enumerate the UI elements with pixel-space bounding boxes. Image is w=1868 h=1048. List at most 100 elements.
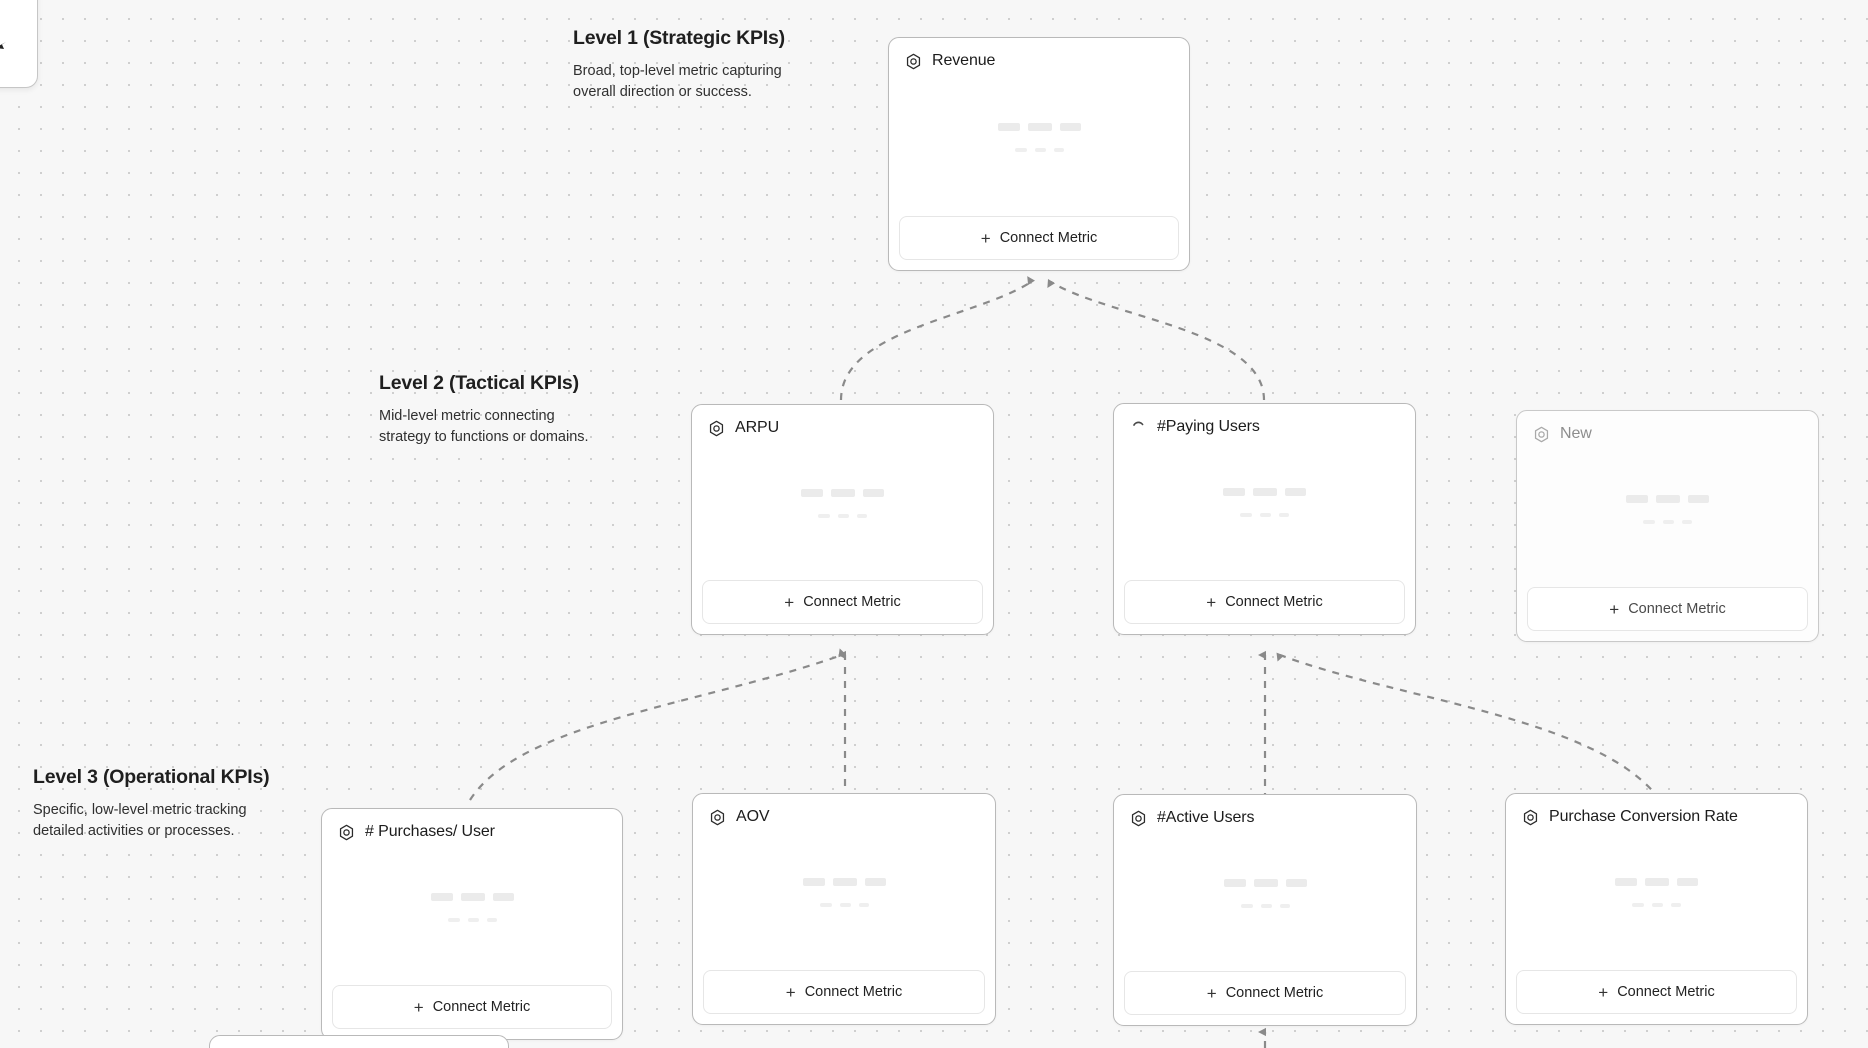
connect-metric-button[interactable]: + Connect Metric — [1124, 580, 1405, 624]
skeleton-row-primary — [1615, 878, 1698, 886]
card-header: ARPU — [692, 405, 993, 437]
skeleton-bar — [818, 513, 830, 518]
skeleton-bar — [1260, 904, 1272, 908]
skeleton-bar — [864, 878, 886, 886]
level-3-title: Level 3 (Operational KPIs) — [33, 766, 270, 788]
skeleton-row-secondary — [1632, 903, 1681, 907]
skeleton-row-primary — [1223, 488, 1306, 496]
metric-card-purchase-conversion-rate[interactable]: Purchase Conversion Rate + Connect Metri… — [1505, 793, 1808, 1025]
skeleton-bar — [1034, 148, 1046, 152]
card-skeleton-body — [889, 70, 1189, 207]
skeleton-bar — [1223, 879, 1246, 887]
level-3-description: Specific, low-level metric tracking deta… — [33, 802, 247, 839]
connect-metric-button[interactable]: + Connect Metric — [703, 970, 985, 1014]
skeleton-bar — [1656, 495, 1680, 503]
metric-card-aov[interactable]: AOV + Connect Metric — [692, 793, 996, 1025]
card-header: Revenue — [889, 38, 1189, 70]
skeleton-bar — [1645, 878, 1669, 886]
offscreen-card-partial-bottom[interactable] — [209, 1035, 509, 1048]
skeleton-bar — [1677, 878, 1698, 886]
card-title: AOV — [736, 808, 770, 825]
plus-icon: + — [980, 228, 991, 248]
skeleton-bar — [1240, 513, 1252, 517]
skeleton-bar — [1688, 495, 1709, 503]
skeleton-bar — [832, 878, 857, 886]
cursor-icon — [0, 42, 6, 49]
connect-metric-label: Connect Metric — [803, 594, 901, 610]
skeleton-row-primary — [801, 488, 884, 497]
metric-card-paying-users[interactable]: #Paying Users + Connect Metric — [1113, 403, 1416, 635]
skeleton-bar — [1059, 123, 1081, 131]
skeleton-bar — [486, 918, 497, 922]
skeleton-row-secondary — [1240, 513, 1289, 517]
card-title: #Active Users — [1157, 809, 1255, 826]
plus-icon: + — [1598, 982, 1609, 1002]
skeleton-row-primary — [997, 123, 1081, 131]
hexagon-metric-icon — [1523, 809, 1538, 825]
hexagon-metric-icon — [1131, 810, 1146, 826]
skeleton-row-primary — [1626, 495, 1709, 503]
connect-metric-button[interactable]: + Connect Metric — [1516, 970, 1797, 1014]
connect-metric-label: Connect Metric — [999, 230, 1098, 246]
skeleton-bar — [801, 488, 823, 497]
skeleton-bar — [838, 513, 849, 518]
skeleton-bar — [831, 488, 855, 497]
metric-card-purchases-per-user[interactable]: # Purchases/ User + Connect Metric — [321, 808, 623, 1040]
connect-metric-button[interactable]: + Connect Metric — [332, 985, 612, 1029]
metric-card-revenue[interactable]: Revenue + Connect Metric — [888, 37, 1190, 271]
edge-purchases-arpu — [469, 648, 847, 801]
card-skeleton-body — [1517, 443, 1818, 578]
skeleton-bar — [1014, 148, 1027, 152]
hexagon-metric-icon — [339, 824, 354, 840]
skeleton-bar — [1615, 878, 1637, 886]
hexagon-metric-icon — [1534, 426, 1549, 442]
skeleton-bar — [1626, 495, 1648, 503]
connect-metric-label: Connect Metric — [804, 984, 903, 1000]
skeleton-bar — [1643, 520, 1655, 524]
card-header: Purchase Conversion Rate — [1506, 794, 1807, 826]
skeleton-row-primary — [430, 893, 514, 901]
offscreen-card-partial[interactable] — [0, 0, 38, 88]
skeleton-bar — [1663, 520, 1674, 524]
card-header: #Paying Users — [1114, 404, 1415, 436]
card-skeleton-body — [692, 437, 993, 571]
skeleton-bar — [1285, 879, 1307, 887]
connect-metric-button[interactable]: + Connect Metric — [1527, 587, 1808, 631]
card-header: # Purchases/ User — [322, 809, 622, 841]
metric-card-active-users[interactable]: #Active Users + Connect Metric — [1113, 794, 1417, 1026]
skeleton-bar — [1223, 488, 1245, 496]
connect-metric-label: Connect Metric — [1225, 985, 1324, 1001]
skeleton-row-primary — [802, 878, 886, 886]
skeleton-bar — [997, 123, 1020, 131]
skeleton-bar — [857, 513, 867, 518]
level-2-title: Level 2 (Tactical KPIs) — [379, 372, 579, 394]
loading-spinner-icon — [1132, 421, 1144, 433]
skeleton-bar — [1027, 123, 1052, 131]
metric-card-new[interactable]: New + Connect Metric — [1516, 410, 1819, 642]
skeleton-bar — [1632, 903, 1644, 907]
card-footer: + Connect Metric — [693, 961, 995, 1024]
card-footer: + Connect Metric — [1506, 961, 1807, 1024]
metric-card-arpu[interactable]: ARPU + Connect Metric — [691, 404, 994, 635]
connect-metric-button[interactable]: + Connect Metric — [1124, 971, 1406, 1015]
plus-icon: + — [784, 592, 795, 612]
plus-icon: + — [1206, 983, 1217, 1003]
skeleton-bar — [492, 893, 514, 901]
card-skeleton-body — [1114, 436, 1415, 571]
edge-paying-revenue — [1047, 279, 1266, 401]
card-footer: + Connect Metric — [889, 207, 1189, 270]
card-footer: + Connect Metric — [1517, 578, 1818, 641]
level-2-description: Mid-level metric connecting strategy to … — [379, 408, 589, 445]
card-title: # Purchases/ User — [365, 823, 495, 840]
card-footer: + Connect Metric — [692, 571, 993, 634]
card-title: #Paying Users — [1157, 418, 1260, 435]
card-skeleton-body — [1506, 826, 1807, 961]
connect-metric-button[interactable]: + Connect Metric — [899, 216, 1179, 260]
connect-metric-button[interactable]: + Connect Metric — [702, 580, 983, 624]
skeleton-bar — [1652, 903, 1663, 907]
skeleton-bar — [1671, 903, 1681, 907]
card-title: Purchase Conversion Rate — [1549, 808, 1738, 825]
skeleton-bar — [430, 893, 453, 901]
skeleton-bar — [1253, 488, 1277, 496]
